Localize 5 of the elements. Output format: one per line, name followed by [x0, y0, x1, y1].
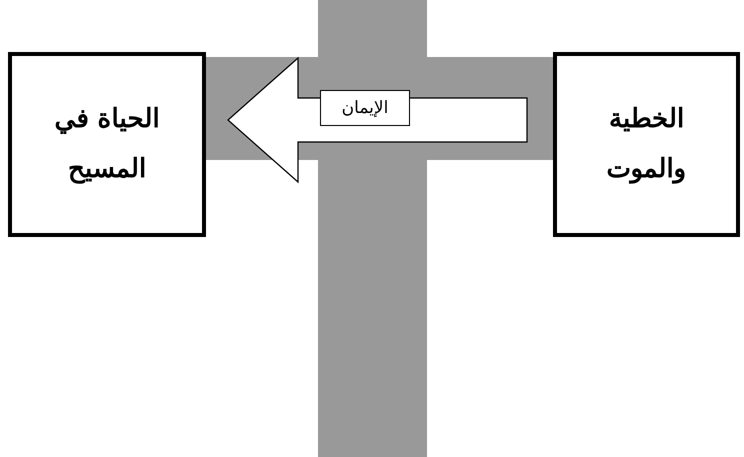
box-text: الحياة في المسيح	[53, 103, 161, 186]
text-box	[8, 52, 206, 237]
box-text: الخطية والموت	[606, 103, 688, 186]
edge-label: الإيمان	[320, 90, 410, 126]
text-box	[553, 52, 740, 237]
